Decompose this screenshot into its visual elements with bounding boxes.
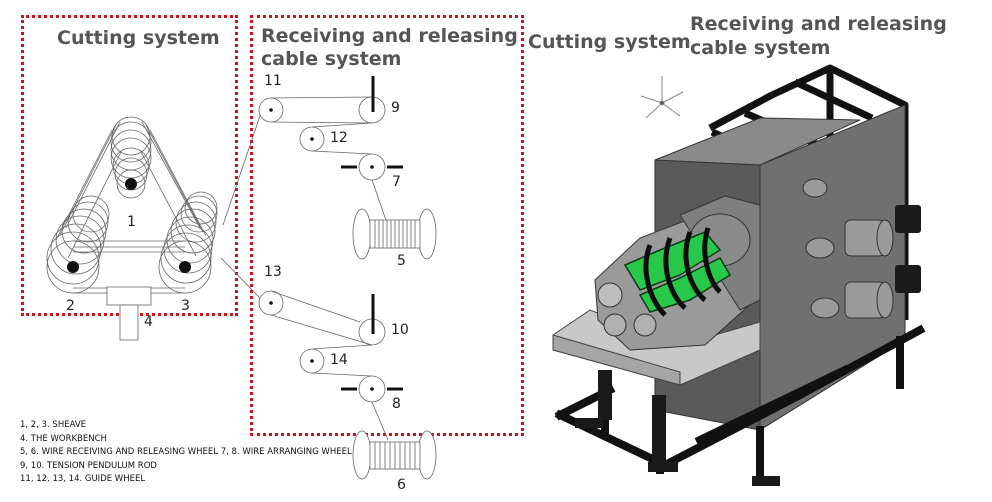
label-14: 14	[330, 352, 348, 368]
legend-item: 11, 12, 13, 14. GUIDE WHEEL	[20, 474, 146, 485]
axis-gizmo	[640, 76, 684, 119]
label-13: 13	[264, 264, 282, 280]
receiving-wheel-6	[352, 430, 437, 480]
label-11: 11	[264, 73, 282, 89]
legend-item: 4. THE WORKBENCH	[20, 433, 107, 444]
label-4: 4	[144, 314, 153, 330]
schematic-diagram	[46, 76, 437, 480]
label-10: 10	[391, 322, 409, 338]
legend-item: 5, 6. WIRE RECEIVING AND RELEASING WHEEL…	[20, 447, 352, 458]
receiving-system-heading-left-line2: cable system	[261, 48, 402, 70]
receiving-system-frame	[250, 15, 524, 436]
label-1: 1	[127, 214, 136, 230]
label-2: 2	[66, 298, 75, 314]
receiving-system-heading-right-line2: cable system	[690, 37, 831, 59]
parts-legend: 1, 2, 3. SHEAVE 4. THE WORKBENCH 5, 6. W…	[20, 419, 352, 487]
label-3: 3	[181, 298, 190, 314]
legend-item: 9, 10. TENSION PENDULUM ROD	[20, 460, 157, 471]
cutting-system-heading-left: Cutting system	[57, 27, 220, 49]
cutting-system-heading-right: Cutting system	[528, 31, 691, 53]
label-6: 6	[397, 477, 406, 493]
receiving-system-heading-left-line1: Receiving and releasing	[261, 25, 518, 47]
legend-item: 1, 2, 3. SHEAVE	[20, 420, 87, 430]
label-9: 9	[391, 100, 400, 116]
label-5: 5	[397, 253, 406, 269]
receiving-wheel-5	[352, 208, 437, 260]
label-8: 8	[392, 396, 401, 412]
label-7: 7	[392, 174, 401, 190]
receiving-system-heading-right-line1: Receiving and releasing	[690, 13, 947, 35]
label-12: 12	[330, 130, 348, 146]
